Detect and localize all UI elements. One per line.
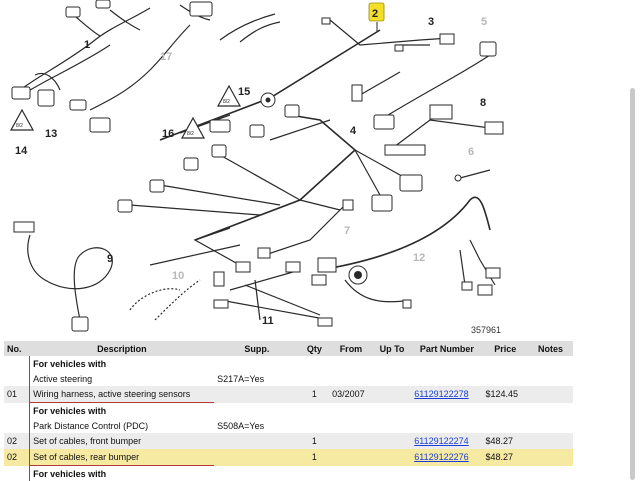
callout-6[interactable]: 6	[468, 146, 474, 158]
callout-10[interactable]: 10	[172, 270, 184, 282]
part-number-link[interactable]: 61129122274	[411, 433, 482, 449]
callout-15[interactable]: 15	[238, 86, 250, 98]
row-notes	[528, 449, 573, 466]
svg-text:8/2: 8/2	[16, 123, 23, 129]
group-subtitle: Active steering	[30, 371, 214, 386]
callout-1[interactable]: 1	[84, 39, 90, 51]
row-notes	[528, 433, 573, 449]
callout-12[interactable]: 12	[413, 252, 425, 264]
callout-3[interactable]: 3	[428, 16, 434, 28]
col-up-to: Up To	[373, 341, 412, 356]
group-subtitle: Park Distance Control (PDC)	[30, 418, 214, 433]
diagram-id: 357961	[471, 325, 501, 335]
group-title-row: For vehicles with	[4, 466, 573, 481]
group-title: For vehicles with	[30, 356, 214, 371]
table-row[interactable]: 01 Wiring harness, active steering senso…	[4, 386, 573, 403]
page-scrollbar[interactable]	[630, 88, 635, 480]
group-supp: S217A=Yes	[214, 371, 300, 386]
col-qty: Qty	[300, 341, 329, 356]
part-number-link[interactable]: 61129122276	[411, 449, 482, 466]
row-description: Set of cables, front bumper	[30, 433, 214, 449]
col-description: Description	[30, 341, 214, 356]
callout-11[interactable]: 11	[262, 315, 274, 327]
callout-2[interactable]: 2	[372, 8, 378, 20]
row-qty: 1	[300, 449, 329, 466]
row-from	[329, 433, 373, 449]
callout-8[interactable]: 8	[480, 97, 486, 109]
row-supp	[214, 449, 300, 466]
callout-17[interactable]: 17	[160, 51, 172, 63]
row-no: 02	[4, 449, 30, 466]
row-price: $48.27	[482, 449, 527, 466]
table-header-row: No. Description Supp. Qty From Up To Par…	[4, 341, 573, 356]
callout-4[interactable]: 4	[350, 125, 357, 137]
col-notes: Notes	[528, 341, 573, 356]
group-subtitle-row: Active steering S217A=Yes	[4, 371, 573, 386]
row-from: 03/2007	[329, 386, 373, 403]
table-row-highlighted[interactable]: 02 Set of cables, rear bumper 1 61129122…	[4, 449, 573, 466]
col-part-number: Part Number	[411, 341, 482, 356]
part-number-link[interactable]: 61129122278	[411, 386, 482, 403]
group-title: For vehicles with	[30, 403, 214, 419]
svg-text:8/2: 8/2	[187, 131, 194, 137]
svg-text:8/2: 8/2	[223, 99, 230, 105]
table-row[interactable]: 02 Set of cables, front bumper 1 6112912…	[4, 433, 573, 449]
row-qty: 1	[300, 433, 329, 449]
group-title-row: For vehicles with	[4, 403, 573, 419]
group-subtitle-row: Park Distance Control (PDC) S508A=Yes	[4, 418, 573, 433]
callout-14[interactable]: 14	[15, 145, 28, 157]
wiring-diagram-svg: 8/2 8/2 8/2 1 2 3 4 5 6 7 8 9 10 11 12 1…	[0, 0, 640, 340]
row-supp	[214, 433, 300, 449]
col-price: Price	[482, 341, 527, 356]
callout-5[interactable]: 5	[481, 16, 487, 28]
row-price: $48.27	[482, 433, 527, 449]
row-price: $124.45	[482, 386, 527, 403]
row-description: Wiring harness, active steering sensors	[30, 386, 214, 403]
row-no: 02	[4, 433, 30, 449]
row-up-to	[373, 449, 412, 466]
parts-table: No. Description Supp. Qty From Up To Par…	[4, 341, 573, 481]
row-up-to	[373, 433, 412, 449]
row-supp	[214, 386, 300, 403]
row-notes	[528, 386, 573, 403]
parts-diagram: 8/2 8/2 8/2 1 2 3 4 5 6 7 8 9 10 11 12 1…	[0, 0, 640, 340]
row-up-to	[373, 386, 412, 403]
col-from: From	[329, 341, 373, 356]
group-title: For vehicles with	[30, 466, 214, 481]
callout-7[interactable]: 7	[344, 225, 350, 237]
callout-16[interactable]: 16	[162, 128, 174, 140]
row-from	[329, 449, 373, 466]
group-supp: S508A=Yes	[214, 418, 300, 433]
callout-13[interactable]: 13	[45, 128, 57, 140]
group-title-row: For vehicles with	[4, 356, 573, 371]
row-description: Set of cables, rear bumper	[30, 449, 214, 466]
col-no: No.	[4, 341, 30, 356]
col-supp: Supp.	[214, 341, 300, 356]
row-qty: 1	[300, 386, 329, 403]
row-no: 01	[4, 386, 30, 403]
callout-9[interactable]: 9	[107, 253, 113, 265]
